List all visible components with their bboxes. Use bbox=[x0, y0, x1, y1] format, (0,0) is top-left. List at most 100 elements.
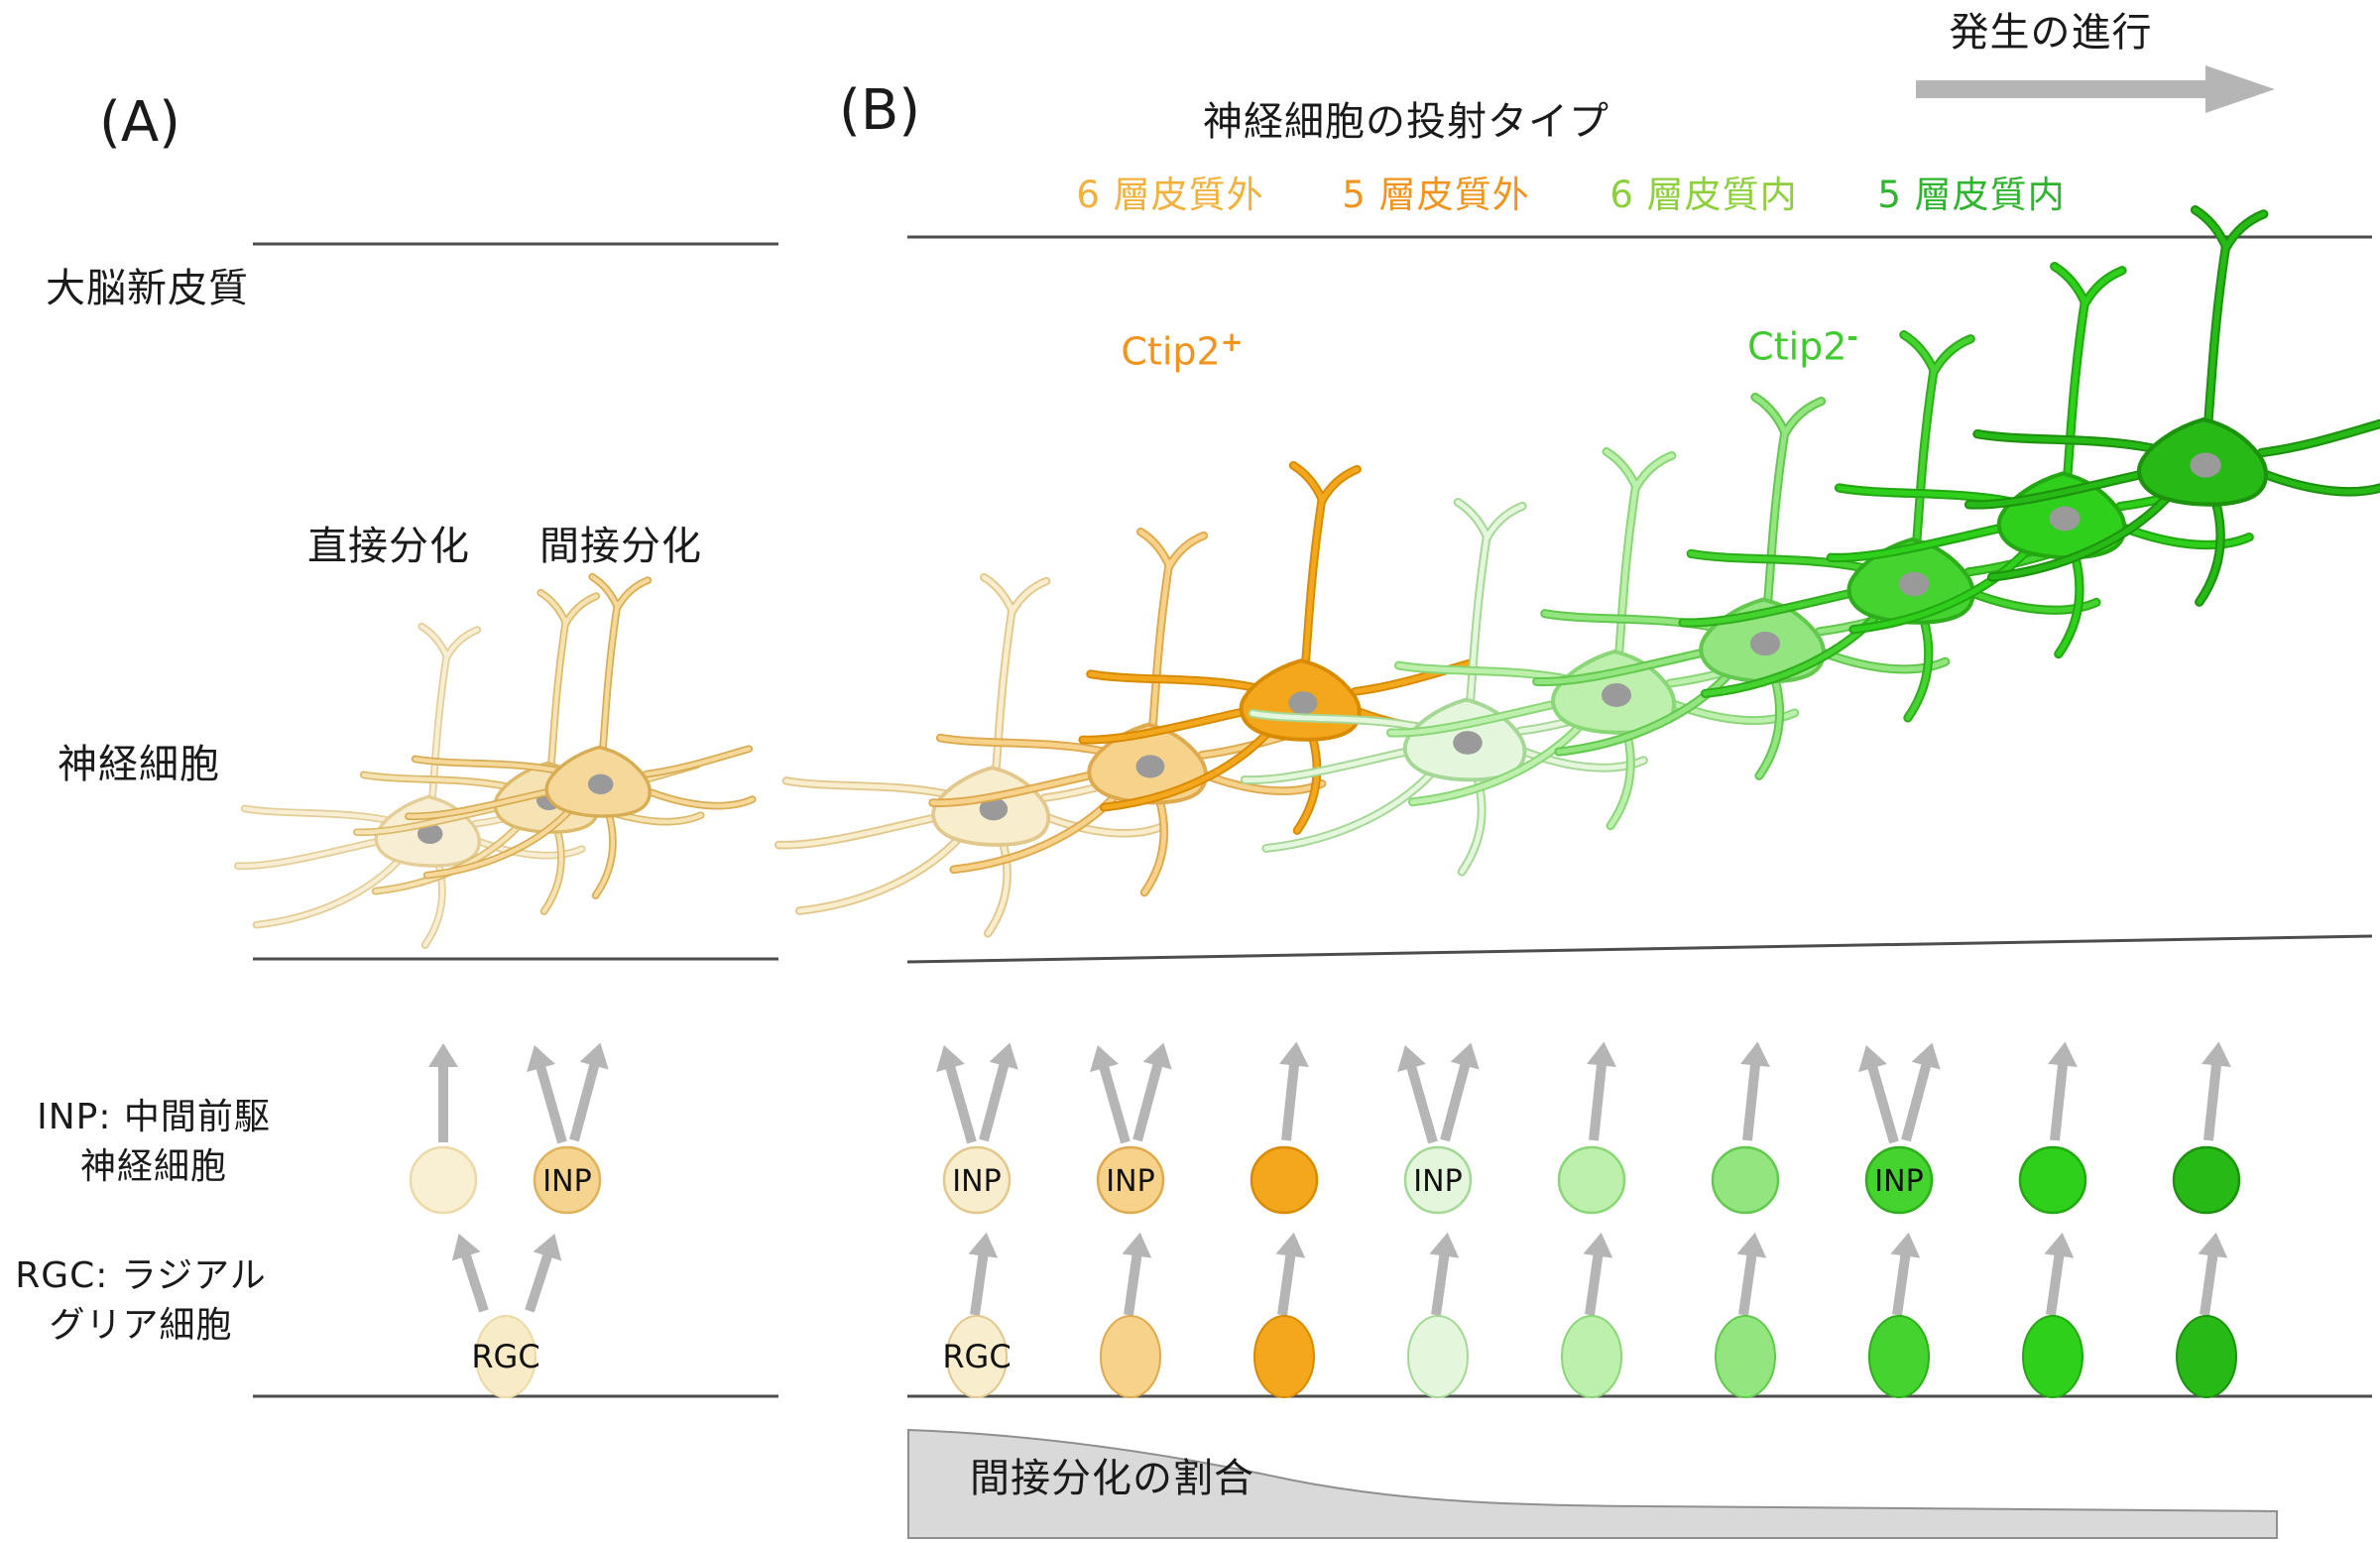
neuron-nucleus bbox=[979, 797, 1009, 821]
inp-cell-label: INP bbox=[1874, 1164, 1923, 1199]
inp-cell-label: INP bbox=[542, 1164, 591, 1199]
inp-cell-label: INP bbox=[1413, 1164, 1462, 1199]
rgc-to-inp-arrow bbox=[1275, 1232, 1306, 1316]
direct-output-arrow bbox=[1740, 1041, 1770, 1141]
neuron-dendrite bbox=[937, 735, 1106, 754]
rgc-to-inp-arrow bbox=[1583, 1232, 1613, 1316]
neuron-dendrite bbox=[2258, 420, 2380, 456]
neuron-dendrite bbox=[406, 786, 563, 819]
ctip2-positive-label: Ctip2+ bbox=[1121, 327, 1243, 374]
neuron-dendrite bbox=[2197, 500, 2223, 605]
inp-cell-b-9 bbox=[2172, 1145, 2241, 1215]
rgc-cell-label: RGC bbox=[942, 1338, 1011, 1375]
neuron-dendrite bbox=[1901, 332, 1938, 374]
neuron-nucleus bbox=[1898, 571, 1930, 597]
direct-output-arrow bbox=[2202, 1041, 2231, 1141]
rgc-to-inp-arrow bbox=[968, 1232, 999, 1316]
neuron-nucleus bbox=[1135, 755, 1165, 778]
rgc-cell-b-4 bbox=[1407, 1315, 1469, 1398]
neuron-dendrite bbox=[1263, 768, 1437, 851]
inp-cell-body bbox=[1557, 1145, 1626, 1215]
neuron-dendrite bbox=[2204, 240, 2229, 433]
rgc-to-inp-arrow bbox=[1429, 1232, 1460, 1316]
neuron-dendrite bbox=[1387, 698, 1572, 736]
rgc-cell-body bbox=[2022, 1315, 2083, 1398]
neuron-dendrite bbox=[538, 590, 568, 626]
neuron-dendrite bbox=[1261, 766, 1439, 853]
inp-cell-body bbox=[942, 1145, 1012, 1215]
rgc-to-inp-arrow bbox=[2044, 1232, 2075, 1316]
neuron-b-6 bbox=[1532, 393, 1951, 780]
rgc-cell-b-2 bbox=[1100, 1315, 1161, 1398]
neuron-dendrite bbox=[1764, 426, 1788, 613]
neuron-dendrite bbox=[1137, 529, 1172, 569]
neuron-dendrite bbox=[796, 833, 964, 913]
inp-legend-line2: 神経細胞 bbox=[79, 1146, 228, 1187]
rgc-cell-b-9 bbox=[2176, 1315, 2237, 1398]
rgc-cell-b-1: RGC bbox=[942, 1315, 1012, 1398]
neocortex-label: 大脳新皮質 bbox=[46, 266, 249, 311]
inp-cell-body bbox=[533, 1145, 602, 1215]
neuron-row-label: 神経細胞 bbox=[58, 742, 220, 787]
rgc-cell-body bbox=[1868, 1315, 1930, 1398]
neuron-dendrite bbox=[1455, 499, 1490, 540]
neuron-dendrite bbox=[1353, 659, 1476, 694]
neuron-dendrite bbox=[1931, 336, 1973, 374]
neuron-dendrite bbox=[1302, 494, 1325, 673]
ctip2-negative-label: Ctip2- bbox=[1747, 322, 1858, 369]
neuron-dendrite bbox=[1290, 462, 1325, 503]
neuron-b-1 bbox=[774, 572, 1168, 938]
neuron-dendrite bbox=[354, 802, 512, 835]
panel-a-label: (A) bbox=[99, 90, 181, 155]
neuron-dendrite bbox=[1101, 727, 1273, 810]
direct-output-arrow bbox=[2048, 1041, 2078, 1141]
rgc-to-inp-arrow bbox=[525, 1234, 562, 1313]
neuron-dendrite bbox=[2193, 207, 2229, 251]
inp-legend-line1: INP: 中間前駆 bbox=[37, 1097, 271, 1137]
inp-output-arrow-left bbox=[1090, 1044, 1130, 1144]
panel-b-mid-line bbox=[906, 934, 2373, 964]
inp-cell-b-5 bbox=[1557, 1145, 1626, 1215]
inp-cell-body bbox=[1096, 1145, 1165, 1215]
inp-cell-b-7: INP bbox=[1864, 1145, 1934, 1215]
neuron-dendrite bbox=[1756, 676, 1783, 778]
neuron-dendrite bbox=[1905, 618, 1932, 721]
neuron-dendrite bbox=[1556, 668, 1734, 755]
neuron-dendrite bbox=[1294, 735, 1320, 833]
neuron-dendrite bbox=[1080, 706, 1259, 743]
projection-type-layer5-inside: 5 層皮質内 bbox=[1877, 174, 2066, 216]
neuron-dendrite bbox=[930, 770, 1108, 806]
ctip2-negative-text: Ctip2 bbox=[1747, 324, 1847, 369]
rgc-cell-b-3 bbox=[1253, 1315, 1315, 1398]
inp-cell-body bbox=[2172, 1145, 2241, 1215]
neuron-nucleus bbox=[1749, 631, 1781, 656]
rgc-to-inp-arrow bbox=[1122, 1232, 1152, 1316]
neuron-dendrite bbox=[1837, 485, 2016, 506]
projection-type-layer6-inside: 6 層皮質内 bbox=[1609, 174, 1798, 216]
neuron-b-7 bbox=[1678, 330, 2101, 723]
neuron-dendrite bbox=[2064, 297, 2088, 487]
inp-output-arrow-left bbox=[936, 1044, 977, 1144]
neuron-dendrite bbox=[1828, 522, 2019, 561]
inp-output-arrow-left bbox=[1397, 1044, 1438, 1144]
inp-cell-label: INP bbox=[952, 1164, 1001, 1199]
neuron-dendrite bbox=[600, 601, 620, 759]
indirect-differentiation-label: 間接分化 bbox=[539, 524, 702, 569]
neuron-dendrite bbox=[1088, 671, 1257, 690]
inp-output-arrow-right bbox=[979, 1042, 1018, 1142]
neuron-dendrite bbox=[235, 836, 393, 869]
neuron-dendrite bbox=[2254, 468, 2380, 495]
neuron-dendrite bbox=[641, 786, 755, 808]
neuron-dendrite bbox=[644, 747, 752, 776]
inp-cell-body bbox=[1403, 1145, 1473, 1215]
rgc-cell-b-5 bbox=[1561, 1315, 1622, 1398]
direct-output-arrow bbox=[428, 1043, 458, 1142]
inp-cell-body bbox=[2018, 1145, 2087, 1215]
development-progress-label: 発生の進行 bbox=[1949, 10, 2153, 56]
neuron-dendrite bbox=[548, 617, 568, 774]
neuron-dendrite bbox=[1850, 544, 2033, 633]
neuron-nucleus bbox=[2190, 452, 2221, 478]
neuron-dendrite bbox=[444, 628, 480, 659]
